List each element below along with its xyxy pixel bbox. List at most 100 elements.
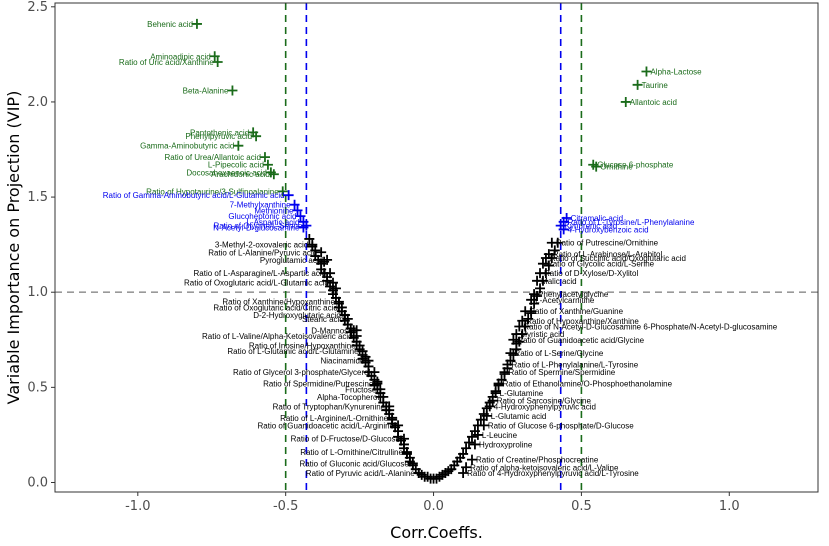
other-point-label: D-2-Hydroxyglutaric acid [253, 311, 341, 320]
strong-point-label: Docosahexaenoic acid [186, 168, 267, 177]
other-point [484, 401, 495, 412]
moderate-point-label: Citramalic acid [571, 214, 623, 223]
other-point-label: D-Mannose [311, 326, 353, 335]
other-point [378, 391, 389, 402]
other-point-label: Ratio of alpha-ketoisovaleric acid/L-Val… [470, 463, 619, 472]
other-point [407, 458, 418, 469]
y-tick-label: 0.5 [27, 380, 48, 395]
background-point [543, 260, 554, 271]
moderate-point-label: Ratio of L-Tyrosine/L-Phenylalanine [568, 218, 695, 227]
strong-point [259, 152, 270, 163]
other-point [540, 252, 551, 263]
strong-point-label: Ratio of Uric acid/Xanthine [119, 58, 214, 67]
strong-point-label: L-Pipecolic acid [208, 161, 264, 170]
background-point [523, 313, 534, 324]
labeled-points [191, 18, 652, 478]
strong-point [212, 56, 223, 67]
other-point [342, 313, 353, 324]
other-point [372, 378, 383, 389]
strong-point [268, 169, 279, 180]
moderate-point [292, 205, 303, 216]
background-point [549, 245, 560, 256]
y-tick-label: 2.5 [27, 0, 48, 15]
other-point-label: Ratio of L-Asparagine/L-Aspartic acid [194, 269, 327, 278]
y-tick-label: 2.0 [27, 95, 48, 110]
y-tick-label: 1.5 [27, 190, 48, 205]
background-point [466, 431, 477, 442]
other-point-label: Malic acid [541, 277, 577, 286]
background-point [461, 443, 472, 454]
other-point-label: L-Acetylcarnitine [535, 296, 595, 305]
other-point [316, 247, 327, 258]
plot-frame [54, 2, 819, 493]
background-point [330, 283, 341, 294]
other-point-label: Ratio of N-Acetyl-D-Glucosamine 6-Phosph… [523, 322, 777, 331]
moderate-point [283, 190, 294, 201]
moderate-point-label: L-Aspartic acid [246, 218, 299, 227]
other-point-label: Alpha-Tocopherol [317, 393, 379, 402]
strong-point [251, 131, 262, 142]
other-point-label: Ratio of Hypoxanthine/Xanthine [526, 317, 639, 326]
other-point-label: Ratio of Glycerol 3-phosphate/Glycerol [233, 368, 371, 377]
background-point [304, 233, 315, 244]
other-point [514, 321, 525, 332]
other-point-label: L-Glutamine [500, 389, 544, 398]
other-point-label: Ratio of Creatine/Phosphocreatine [476, 456, 599, 465]
other-point-label: Fructose [345, 385, 377, 394]
other-point [375, 384, 386, 395]
other-point [458, 467, 469, 478]
other-point-label: Ratio of Putrescine/Ornithine [556, 239, 659, 248]
strong-point-label: Ornithine [600, 163, 633, 172]
background-point [458, 448, 469, 459]
other-point-label: Ratio of L-Arabinose/L-Arabitol [553, 250, 663, 259]
other-point-label: Ratio of Xanthine/Hypoxanthine [222, 298, 335, 307]
strong-point [591, 161, 602, 172]
moderate-point-label: Ratio of Gamma-Aminobutyric acid/L-Gluta… [103, 191, 285, 200]
other-point [526, 294, 537, 305]
moderate-point-label: Glucoheptonic acid [228, 212, 296, 221]
other-point [354, 340, 365, 351]
other-point-label: Ratio of L-Phenylalanine/L-Tyrosine [511, 361, 638, 370]
other-point [363, 355, 374, 366]
strong-point-label: Glucose 6-phosphate [597, 161, 674, 170]
strong-point-label: Taurine [642, 81, 669, 90]
background-point [535, 283, 546, 294]
other-point [384, 401, 395, 412]
y-axis-title: Variable Importance on Projection (VIP) [4, 91, 23, 405]
other-point [481, 410, 492, 421]
x-axis-title: Corr.Coeffs. [390, 523, 483, 542]
other-point-label: Ratio of L-Ornithine/Citrulline [300, 448, 403, 457]
other-point-label: Ratio of Glycolic acid/L-Serine [547, 260, 655, 269]
strong-point-label: Gamma-Aminobutyric acid [140, 142, 234, 151]
other-point [537, 258, 548, 269]
strong-point [191, 18, 202, 29]
other-point [508, 334, 519, 345]
other-point [502, 359, 513, 370]
other-point-label: Ratio of Spermine/Spermidine [509, 368, 616, 377]
other-point-label: Ratio of Spermidine/Putrescine [263, 380, 374, 389]
moderate-point-label: 4-Hydroxybenzoic acid [568, 225, 649, 234]
other-point [357, 346, 368, 357]
moderate-point [295, 211, 306, 222]
other-point [478, 420, 489, 431]
other-point-label: Myristic acid [520, 330, 564, 339]
other-point [336, 302, 347, 313]
other-point-label: Ratio of Inosine/Hypoxanthine [249, 341, 356, 350]
x-tick-label: 1.0 [719, 499, 740, 514]
other-point [505, 348, 516, 359]
strong-point-label: Allantoic acid [630, 98, 677, 107]
other-point-label: Ratio of L-Valine/Alpha-Ketoisovaleric a… [202, 332, 353, 341]
background-point [464, 437, 475, 448]
strong-point-label: Beta-Alanine [183, 87, 229, 96]
other-point [499, 367, 510, 378]
other-point [369, 367, 380, 378]
strong-point [209, 51, 220, 62]
other-point-label: Stearic acid [302, 315, 344, 324]
other-point-label: Ratio of Tryptophan/Kynurenine [273, 402, 386, 411]
other-point [529, 289, 540, 300]
strong-point-label: Phenylpyruvic acid [185, 132, 252, 141]
strong-point [277, 186, 288, 197]
moderate-point-label: Methionine [254, 206, 294, 215]
moderate-point [558, 224, 569, 235]
